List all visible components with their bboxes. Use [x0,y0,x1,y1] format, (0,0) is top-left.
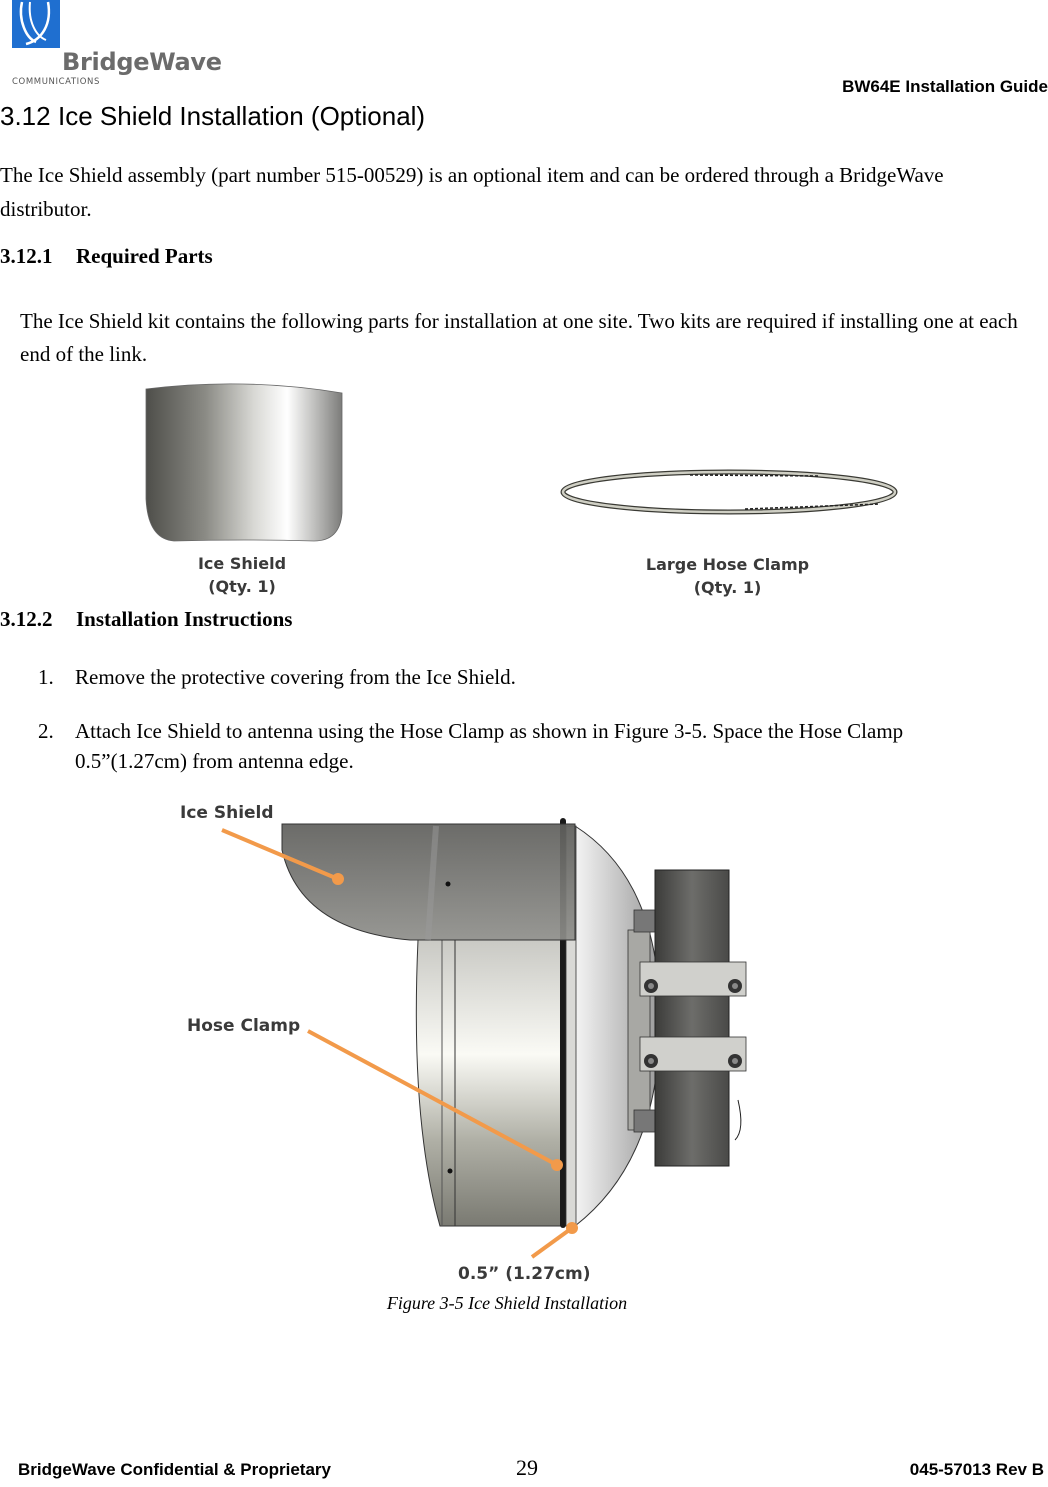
logo-wordmark: BridgeWave [62,48,222,76]
callout-hose-clamp: Hose Clamp [187,1016,301,1036]
bridgewave-logo-mark [12,0,60,48]
wave-logo-icon [19,1,51,46]
ice-shield-part-image [144,381,344,543]
footer-doc-number: 045-57013 Rev B [909,1460,1044,1479]
section-title: Ice Shield Installation (Optional) [58,101,426,131]
footer-confidential: BridgeWave Confidential & Proprietary [18,1460,331,1479]
hose-clamp-part-image [560,468,898,520]
part-label-hose-clamp: Large Hose Clamp (Qty. 1) [645,555,810,597]
section-number: 3.12 [0,101,51,131]
page-number: 29 [516,1455,538,1480]
logo-subtitle: COMMUNICATIONS [12,77,101,87]
callout-spacing: 0.5” (1.27cm) [458,1264,591,1284]
part-label-ice-shield: Ice Shield (Qty. 1) [197,554,287,596]
step-1: 1.Remove the protective covering from th… [38,665,516,689]
required-parts-paragraph: The Ice Shield kit contains the followin… [20,309,1018,366]
callout-ice-shield: Ice Shield [180,803,274,823]
document-title: BW64E Installation Guide [842,77,1048,96]
figure-ice-shield-installation [0,780,1048,1290]
step-2: 2.Attach Ice Shield to antenna using the… [38,719,904,773]
figure-caption: Figure 3-5 Ice Shield Installation [386,1293,628,1313]
intro-paragraph: The Ice Shield assembly (part number 515… [0,163,944,221]
